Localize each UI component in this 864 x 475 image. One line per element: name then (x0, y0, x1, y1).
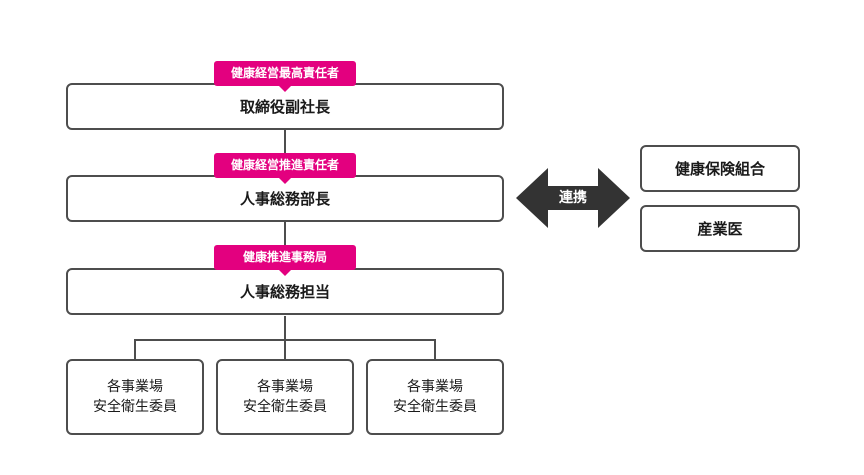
role-title: 人事総務担当 (239, 283, 330, 301)
role-tag: 健康経営最高責任者 (214, 61, 356, 92)
partner-box-occupational-physician: 産業医 (640, 205, 800, 252)
partner-label: 健康保険組合 (674, 160, 765, 178)
role-tag: 健康経営推進責任者 (214, 153, 356, 184)
connector-line (284, 339, 286, 360)
role-title: 人事総務部長 (239, 190, 330, 208)
double-arrow-icon (516, 168, 630, 228)
committee-box: 各事業場 安全衛生委員 (66, 359, 204, 435)
role-title: 取締役副社長 (239, 98, 330, 116)
partner-label: 産業医 (697, 220, 743, 238)
connector-line (434, 339, 436, 360)
link-label: 連携 (559, 190, 587, 206)
connector-line (134, 339, 136, 360)
role-tag: 健康推進事務局 (214, 245, 356, 276)
committee-box: 各事業場 安全衛生委員 (366, 359, 504, 435)
committee-line1: 各事業場 (407, 379, 463, 395)
connector-line (284, 130, 286, 160)
connector-line (284, 316, 286, 340)
committee-line2: 安全衛生委員 (243, 399, 327, 415)
connector-line (284, 222, 286, 252)
committee-line2: 安全衛生委員 (93, 399, 177, 415)
committee-line2: 安全衛生委員 (393, 399, 477, 415)
committee-line1: 各事業場 (107, 379, 163, 395)
partner-box-health-insurance: 健康保険組合 (640, 145, 800, 192)
committee-box: 各事業場 安全衛生委員 (216, 359, 354, 435)
committee-line1: 各事業場 (257, 379, 313, 395)
